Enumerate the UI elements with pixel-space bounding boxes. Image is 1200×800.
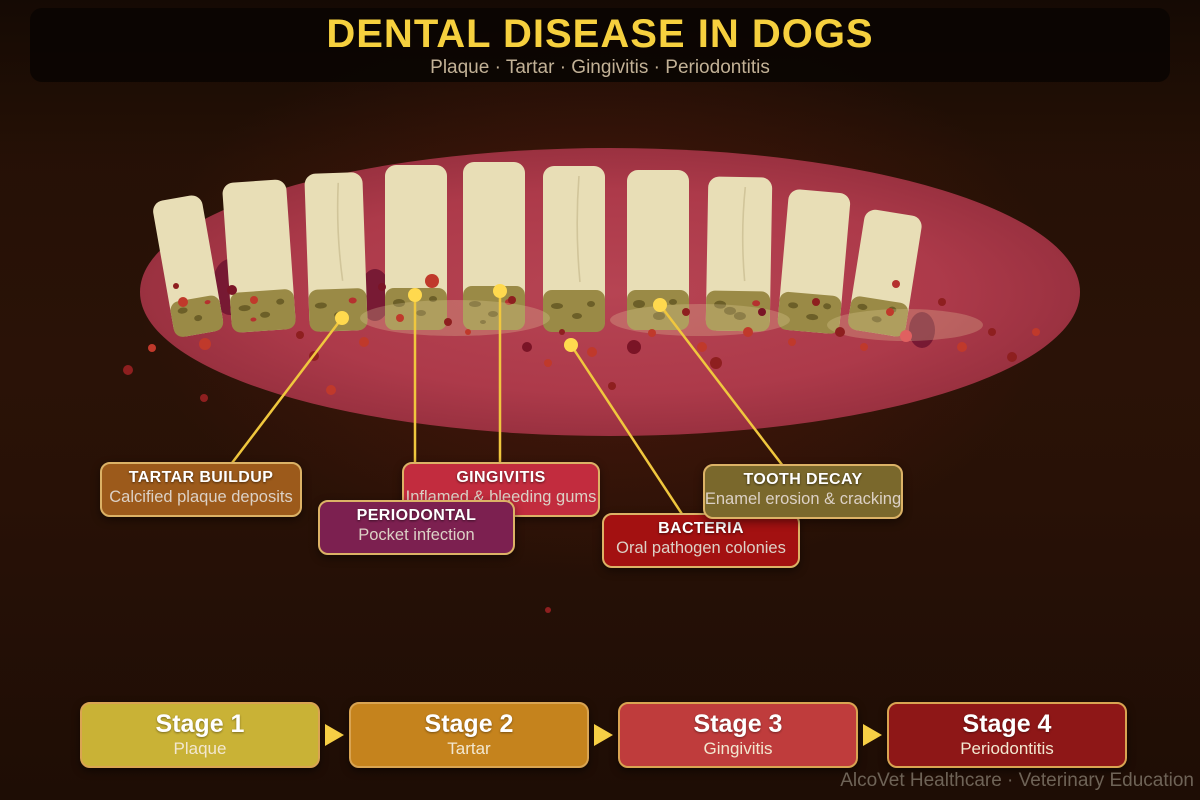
stage-arrow-3-icon: [863, 724, 882, 746]
stage-2-box: Stage 2 Tartar: [349, 702, 589, 768]
stage-progression: Stage 1 Plaque Stage 2 Tartar Stage 3 Gi…: [80, 702, 1127, 768]
callout-tartar-buildup: TARTAR BUILDUP Calcified plaque deposits: [100, 462, 302, 518]
callout-bacteria-title: BACTERIA: [658, 520, 744, 537]
stage-4-subtitle: Periodontitis: [960, 738, 1054, 758]
callout-bacteria: BACTERIA Oral pathogen colonies: [602, 513, 800, 569]
callout-bacteria-subtitle: Oral pathogen colonies: [616, 539, 786, 558]
callout-periodontal: PERIODONTAL Pocket infection: [318, 500, 515, 556]
callout-periodontal-title: PERIODONTAL: [356, 507, 477, 524]
stage-1-box: Stage 1 Plaque: [80, 702, 320, 768]
footer-credit: AlcoVet Healthcare · Veterinary Educatio…: [840, 770, 1194, 791]
stage-4-title: Stage 4: [962, 710, 1052, 738]
stage-2-title: Stage 2: [424, 710, 514, 738]
callout-periodontal-subtitle: Pocket infection: [358, 526, 475, 545]
page-subtitle: Plaque · Tartar · Gingivitis · Periodont…: [430, 57, 770, 78]
callout-gingivitis-title: GINGIVITIS: [456, 469, 546, 486]
stage-1-subtitle: Plaque: [173, 738, 227, 758]
page-title: DENTAL DISEASE IN DOGS: [326, 12, 874, 56]
stage-1-title: Stage 1: [155, 710, 245, 738]
header-bar: DENTAL DISEASE IN DOGS Plaque · Tartar ·…: [30, 8, 1170, 82]
stage-2-subtitle: Tartar: [447, 738, 491, 758]
stage-3-title: Stage 3: [693, 710, 783, 738]
stage-3-box: Stage 3 Gingivitis: [618, 702, 858, 768]
callout-tooth-decay-subtitle: Enamel erosion & cracking: [704, 490, 902, 509]
callout-tartar-buildup-subtitle: Calcified plaque deposits: [109, 488, 293, 507]
stage-arrow-2-icon: [594, 724, 613, 746]
stage-3-subtitle: Gingivitis: [703, 738, 773, 758]
callout-tartar-buildup-title: TARTAR BUILDUP: [128, 469, 274, 486]
stage-arrow-1-icon: [325, 724, 344, 746]
callout-tooth-decay: TOOTH DECAY Enamel erosion & cracking: [703, 464, 903, 520]
callout-tooth-decay-title: TOOTH DECAY: [743, 471, 863, 488]
stage-4-box: Stage 4 Periodontitis: [887, 702, 1127, 768]
